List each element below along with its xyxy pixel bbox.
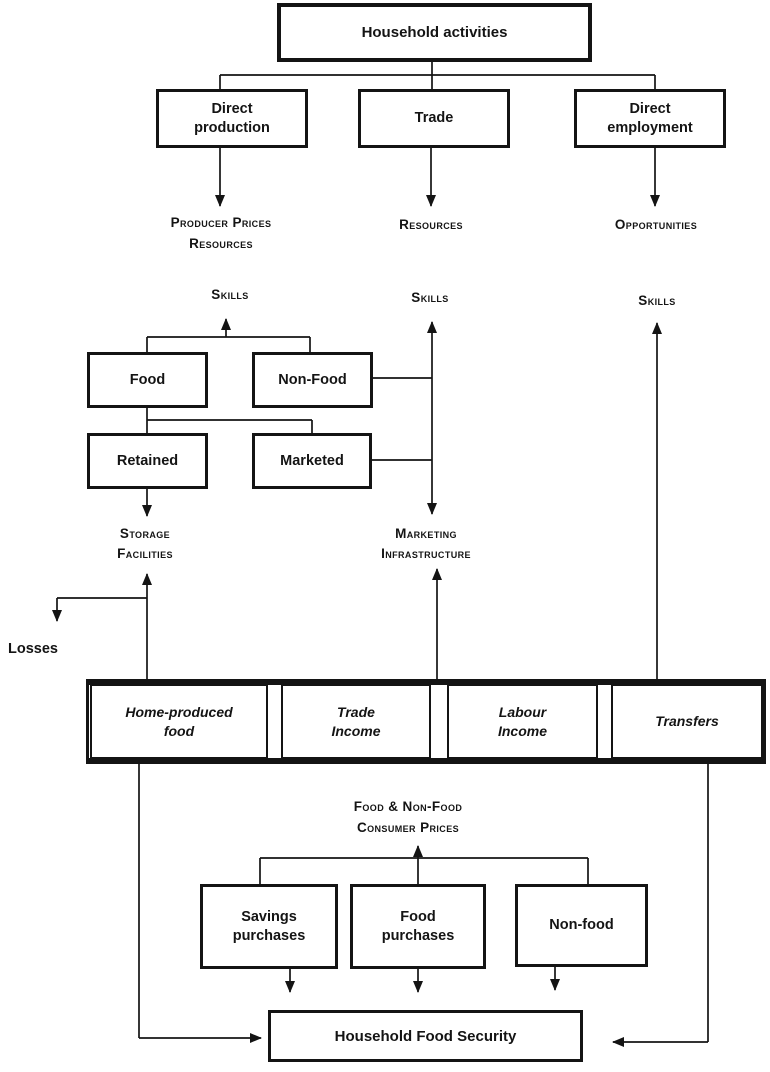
income-segment-transfers: Transfers <box>611 684 763 759</box>
skills-label-employment: Skills <box>638 293 676 308</box>
food-box: Food <box>87 352 208 408</box>
household-food-security-box: Household Food Security <box>268 1010 583 1062</box>
producer-prices-resources-label: Producer Prices Resources <box>170 215 272 251</box>
non-food-box: Non-Food <box>252 352 373 408</box>
income-segment-labour-income: Labour Income <box>447 684 598 759</box>
marketed-box: Marketed <box>252 433 372 489</box>
marketing-infrastructure-label: Marketing Infrastructure <box>381 526 471 561</box>
opportunities-label: Opportunities <box>614 217 698 232</box>
retained-box: Retained <box>87 433 208 489</box>
direct-employment-box: Direct employment <box>574 89 726 148</box>
income-segment-home-produced-food: Home-produced food <box>90 684 268 759</box>
non-food-purchases-box: Non-food <box>515 884 648 967</box>
trade-box: Trade <box>358 89 510 148</box>
skills-label-trade: Skills <box>411 290 449 305</box>
skills-label-production: Skills <box>211 287 249 302</box>
direct-production-box: Direct production <box>156 89 308 148</box>
income-bar: Home-produced food Trade Income Labour I… <box>86 679 766 764</box>
resources-label: Resources <box>399 217 463 232</box>
consumer-prices-label: Food & Non-Food Consumer Prices <box>353 799 463 835</box>
income-segment-trade-income: Trade Income <box>281 684 431 759</box>
household-activities-box: Household activities <box>277 3 592 62</box>
savings-purchases-box: Savings purchases <box>200 884 338 969</box>
food-purchases-box: Food purchases <box>350 884 486 969</box>
storage-facilities-label: Storage Facilities <box>117 526 173 561</box>
losses-label: Losses <box>8 641 58 657</box>
